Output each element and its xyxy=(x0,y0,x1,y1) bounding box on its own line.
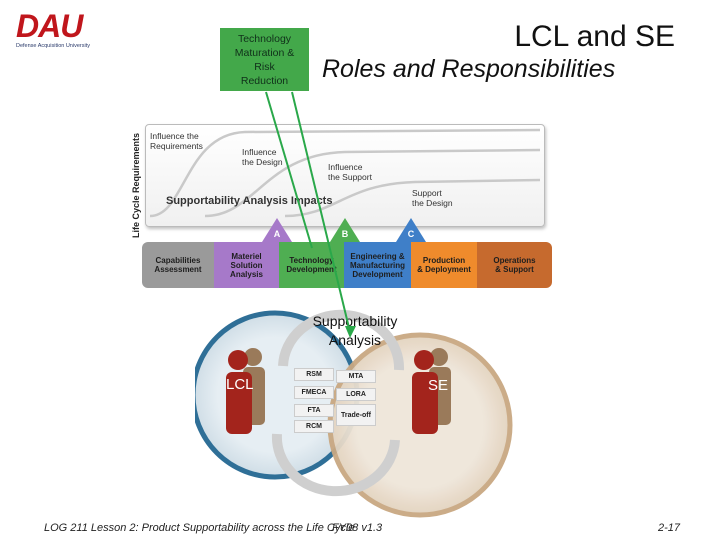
footer-course-text: LOG 211 Lesson 2: Product Supportability… xyxy=(44,522,355,534)
se-label: SE xyxy=(428,377,449,394)
milestone-c-triangle: C xyxy=(396,218,426,242)
tech-box-line: Reduction xyxy=(240,75,289,87)
tech-box-line: Maturation & xyxy=(234,47,295,59)
phase-label-line: Capabilities xyxy=(155,256,201,265)
tool-rcm: RCM xyxy=(294,420,334,433)
milestone-b-label: B xyxy=(342,229,349,239)
phase-label-line: Solution xyxy=(230,260,263,270)
tool-mta: MTA xyxy=(336,370,376,383)
phase-label-line: Technology xyxy=(289,256,334,265)
phase-label-line: Development xyxy=(352,269,403,279)
tool-lora: LORA xyxy=(336,388,376,401)
phase-label-line: Development xyxy=(286,265,337,274)
lcl-label: LCL xyxy=(226,376,254,393)
tool-fmeca: FMECA xyxy=(294,386,334,399)
phase-operations-support: Operations& Support xyxy=(477,242,552,288)
footer-version: FY08 v1.3 xyxy=(332,522,383,534)
tech-box-line: Risk xyxy=(254,61,275,73)
milestone-a-triangle: A xyxy=(262,218,292,242)
tool-fta: FTA xyxy=(294,404,334,417)
milestone-c-label: C xyxy=(408,229,415,239)
phase-label-line: Manufacturing xyxy=(349,260,406,270)
phase-label-line: Materiel xyxy=(231,251,262,261)
dau-logo-text: DAU xyxy=(16,8,83,44)
phase-label-line: Production xyxy=(422,256,466,265)
analysis-tools-grid: RSM MTA FMECA LORA FTA Trade-off RCM xyxy=(290,366,384,436)
phase-label-line: Engineering & xyxy=(350,251,405,261)
impacts-label: Supportability Analysis Impacts xyxy=(166,195,333,207)
slide-title: LCL and SE xyxy=(514,20,675,53)
phase-label-line: Assessment xyxy=(154,265,202,274)
se-people-icon xyxy=(412,348,451,434)
lcl-people-icon xyxy=(226,348,265,434)
tool-trade-off: Trade-off xyxy=(336,404,376,426)
page-number: 2-17 xyxy=(657,522,680,534)
tech-box-line: Technology xyxy=(237,33,292,45)
phase-label-line: Operations xyxy=(493,256,536,265)
slide-subtitle: Roles and Responsibilities xyxy=(322,55,616,83)
phase-label-line: & Deployment xyxy=(417,265,471,274)
phase-label-line: Analysis xyxy=(230,269,263,279)
technology-maturation-box: Technology Maturation & Risk Reduction xyxy=(220,28,309,91)
milestone-b-triangle: B xyxy=(330,218,360,242)
milestone-a-label: A xyxy=(274,229,281,239)
phase-production-deployment: Production& Deployment xyxy=(411,242,477,288)
dau-logo-subtitle: Defense Acquisition University xyxy=(16,43,90,49)
phase-label-line: & Support xyxy=(495,265,534,274)
tool-rsm: RSM xyxy=(294,368,334,381)
